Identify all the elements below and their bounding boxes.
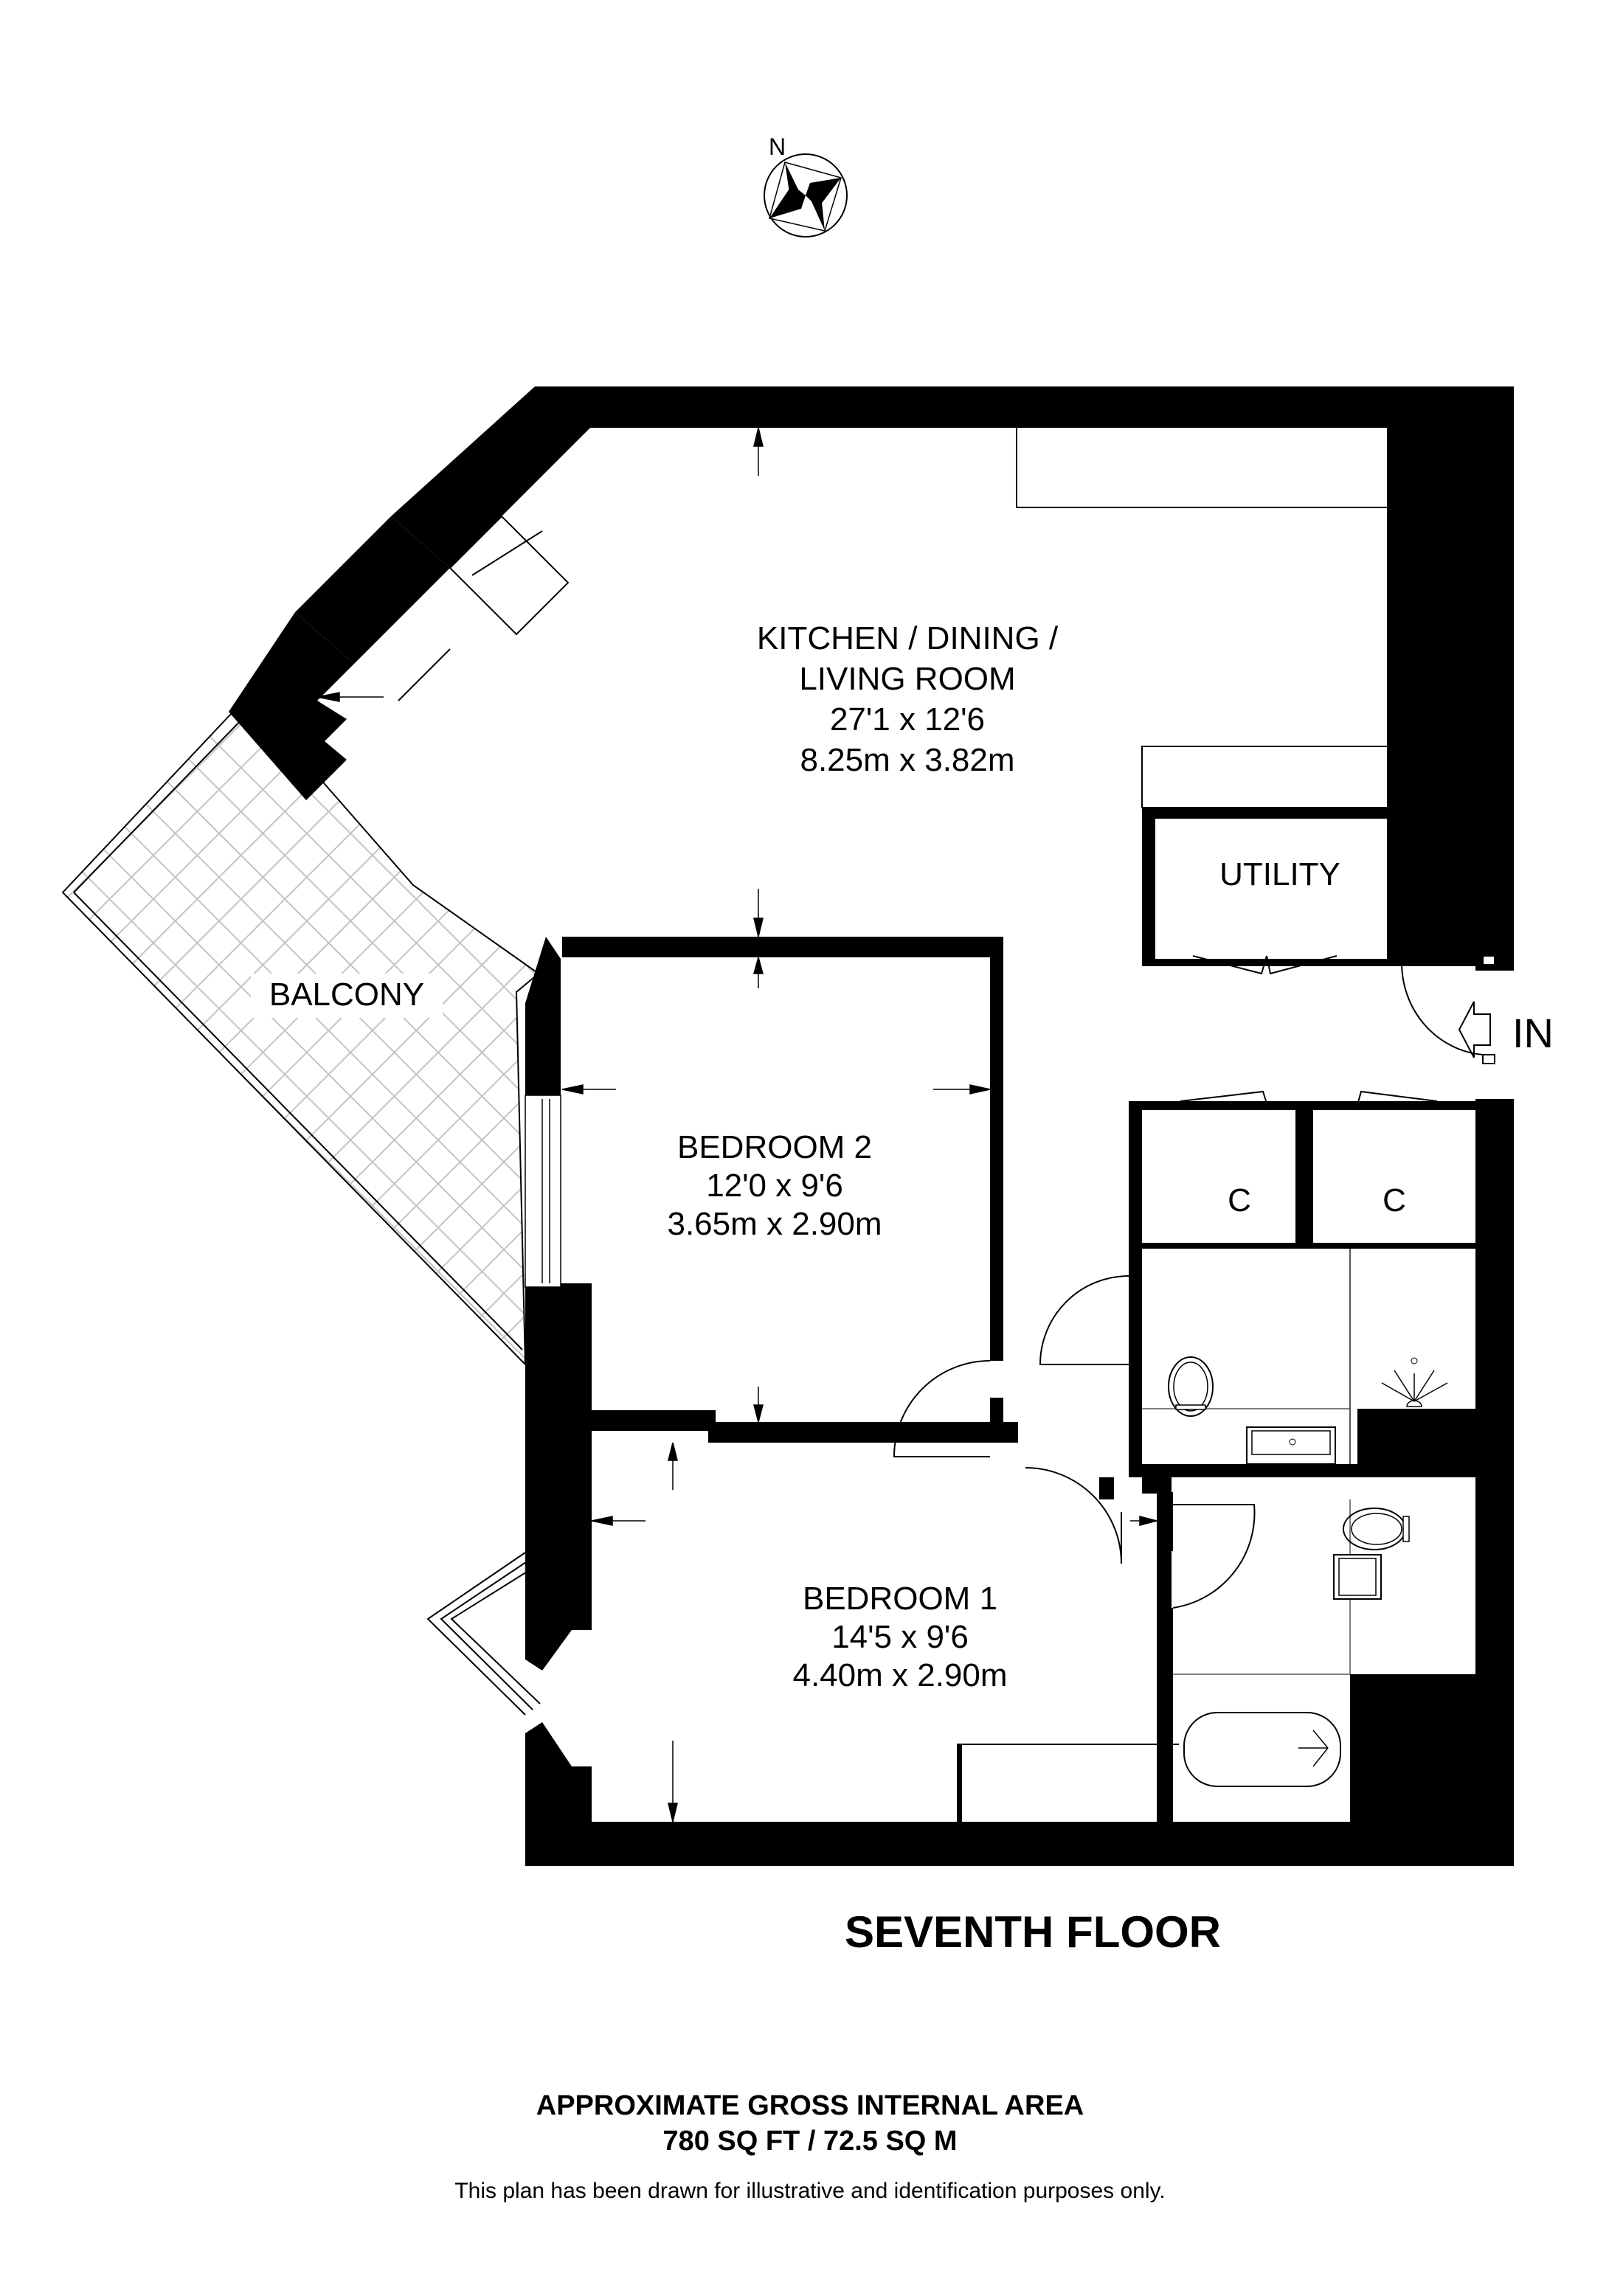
kitchen-imperial: 27'1 x 12'6 xyxy=(830,701,985,738)
bedroom-2-window xyxy=(525,1095,561,1288)
bedroom-1-window xyxy=(426,1552,541,1716)
basin-icon xyxy=(1246,1426,1336,1465)
bedroom-2-label: BEDROOM 2 xyxy=(677,1129,872,1165)
balcony-label: BALCONY xyxy=(269,977,424,1013)
utility-label: UTILITY xyxy=(1219,856,1340,892)
bathtub-icon xyxy=(1183,1712,1341,1787)
toilet-icon xyxy=(1343,1508,1410,1550)
shower-room xyxy=(1039,1249,1475,1477)
kitchen-living-room: KITCHEN / DINING / LIVING ROOM 27'1 x 12… xyxy=(757,620,1059,778)
bathroom xyxy=(1142,1477,1475,1822)
north-compass-icon: N xyxy=(764,133,848,237)
cupboard-label-1: C xyxy=(1228,1182,1251,1218)
utility-room: UTILITY xyxy=(1142,808,1475,975)
balcony: BALCONY xyxy=(61,699,540,1367)
bedroom-1-imperial: 14'5 x 9'6 xyxy=(831,1619,969,1655)
bedroom-2-metric: 3.65m x 2.90m xyxy=(667,1206,882,1242)
cupboards: C C xyxy=(1129,1090,1475,1249)
toilet-icon xyxy=(1168,1356,1214,1417)
disclaimer-text: This plan has been drawn for illustrativ… xyxy=(454,2179,1165,2203)
kitchen-window xyxy=(398,515,570,701)
cupboard-label-2: C xyxy=(1383,1182,1406,1218)
bedroom-1-label: BEDROOM 1 xyxy=(803,1581,997,1617)
bedroom-2: BEDROOM 2 12'0 x 9'6 3.65m x 2.90m xyxy=(561,937,1122,1564)
area-value: 780 SQ FT / 72.5 SQ M xyxy=(662,2126,957,2157)
kitchen-label-line1: KITCHEN / DINING / xyxy=(757,620,1059,656)
shower-icon xyxy=(1381,1357,1448,1407)
entrance-door[interactable] xyxy=(1400,955,1495,1064)
kitchen-label-line2: LIVING ROOM xyxy=(799,661,1015,697)
kitchen-metric: 8.25m x 3.82m xyxy=(800,742,1014,778)
entrance-arrow-icon xyxy=(1458,1001,1491,1058)
compass-north-label: N xyxy=(769,133,786,160)
floor-title: SEVENTH FLOOR xyxy=(845,1907,1221,1957)
bedroom-2-imperial: 12'0 x 9'6 xyxy=(706,1168,843,1204)
bedroom-1: BEDROOM 1 14'5 x 9'6 4.40m x 2.90m xyxy=(792,1477,1179,1822)
area-heading: APPROXIMATE GROSS INTERNAL AREA xyxy=(536,2090,1084,2121)
entrance-in-label: IN xyxy=(1512,1010,1554,1056)
basin-icon xyxy=(1333,1554,1382,1600)
bedroom-1-metric: 4.40m x 2.90m xyxy=(792,1657,1007,1693)
dimension-arrows xyxy=(316,427,1465,1822)
